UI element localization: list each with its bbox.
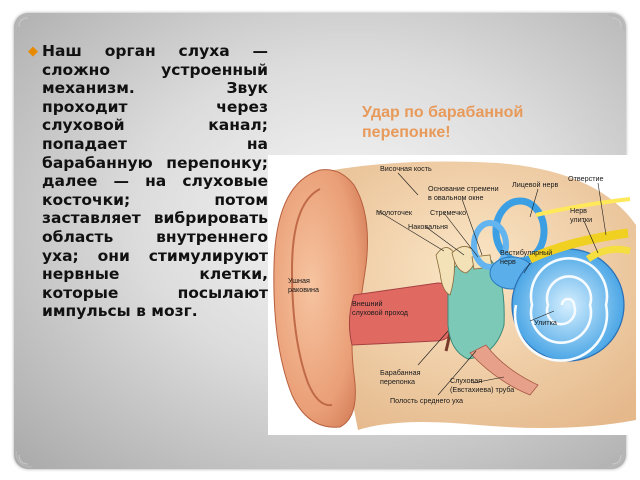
leader-lines — [377, 172, 607, 396]
label-stapes-base-line2: в овальном окне — [428, 193, 484, 202]
label-auricle-line2: раковина — [288, 285, 319, 294]
callout-heading: Удар по барабанной перепонке! — [362, 103, 612, 143]
malleus-shape — [435, 247, 455, 296]
label-cochlea: Улитка — [534, 318, 557, 327]
auricle-shape — [273, 169, 368, 428]
label-canal-line2: слуховой проход — [352, 308, 409, 317]
facial-nerve-shape — [535, 197, 631, 217]
label-eustachian-tube-line1: Слуховая — [450, 376, 482, 385]
label-eardrum-line2: перепонка — [380, 377, 415, 386]
label-eustachian-tube-line2: (Евстахиева) труба — [450, 385, 514, 394]
auricle-ridge — [290, 188, 333, 407]
bullet-icon: ◆ — [28, 44, 38, 59]
semicircular-canal — [471, 220, 509, 270]
label-cochlear-nerve-line2: улитки — [570, 215, 592, 224]
label-canal-line1: Внешний — [352, 299, 383, 308]
eustachian-tube-shape — [469, 344, 539, 396]
vestibular-nerve-shape — [528, 228, 629, 264]
label-temporal-bone: Височная кость — [380, 164, 432, 173]
corner-ornament-icon — [607, 14, 625, 32]
ear-anatomy-diagram: Височная кость Основание стремени в овал… — [268, 155, 638, 435]
label-cochlear-nerve-line1: Нерв — [570, 206, 587, 215]
label-auricle-line1: Ушная — [288, 276, 310, 285]
body-text-block: ◆ Наш орган слуха — сложно устроенный ме… — [28, 42, 268, 321]
body-paragraph: Наш орган слуха — сложно устроенный меха… — [42, 42, 268, 321]
label-stapes: Стремечко — [430, 208, 466, 217]
cochlear-nerve-shape — [585, 245, 631, 262]
corner-ornament-icon — [15, 14, 33, 32]
label-middle-ear-cavity: Полость среднего уха — [390, 396, 463, 405]
callout-line-1: Удар по барабанной — [362, 104, 524, 121]
label-vestibular-nerve-line2: нерв — [500, 257, 516, 266]
label-facial-nerve: Лицевой нерв — [512, 180, 558, 189]
callout-line-2: перепонке! — [362, 124, 451, 141]
label-incus: Наковальня — [408, 222, 448, 231]
label-stapes-base-line1: Основание стремени — [428, 184, 499, 193]
corner-ornament-icon — [607, 450, 625, 468]
corner-ornament-icon — [15, 450, 33, 468]
label-vestibular-nerve-line1: Вестибулярный — [500, 248, 552, 257]
label-eardrum-line1: Барабанная — [380, 368, 421, 377]
ear-anatomy-illustration: Височная кость Основание стремени в овал… — [273, 161, 636, 430]
label-malleus: Молоточек — [376, 208, 413, 217]
label-opening: Отверстие — [568, 174, 604, 183]
cochlea-spiral — [513, 257, 609, 362]
